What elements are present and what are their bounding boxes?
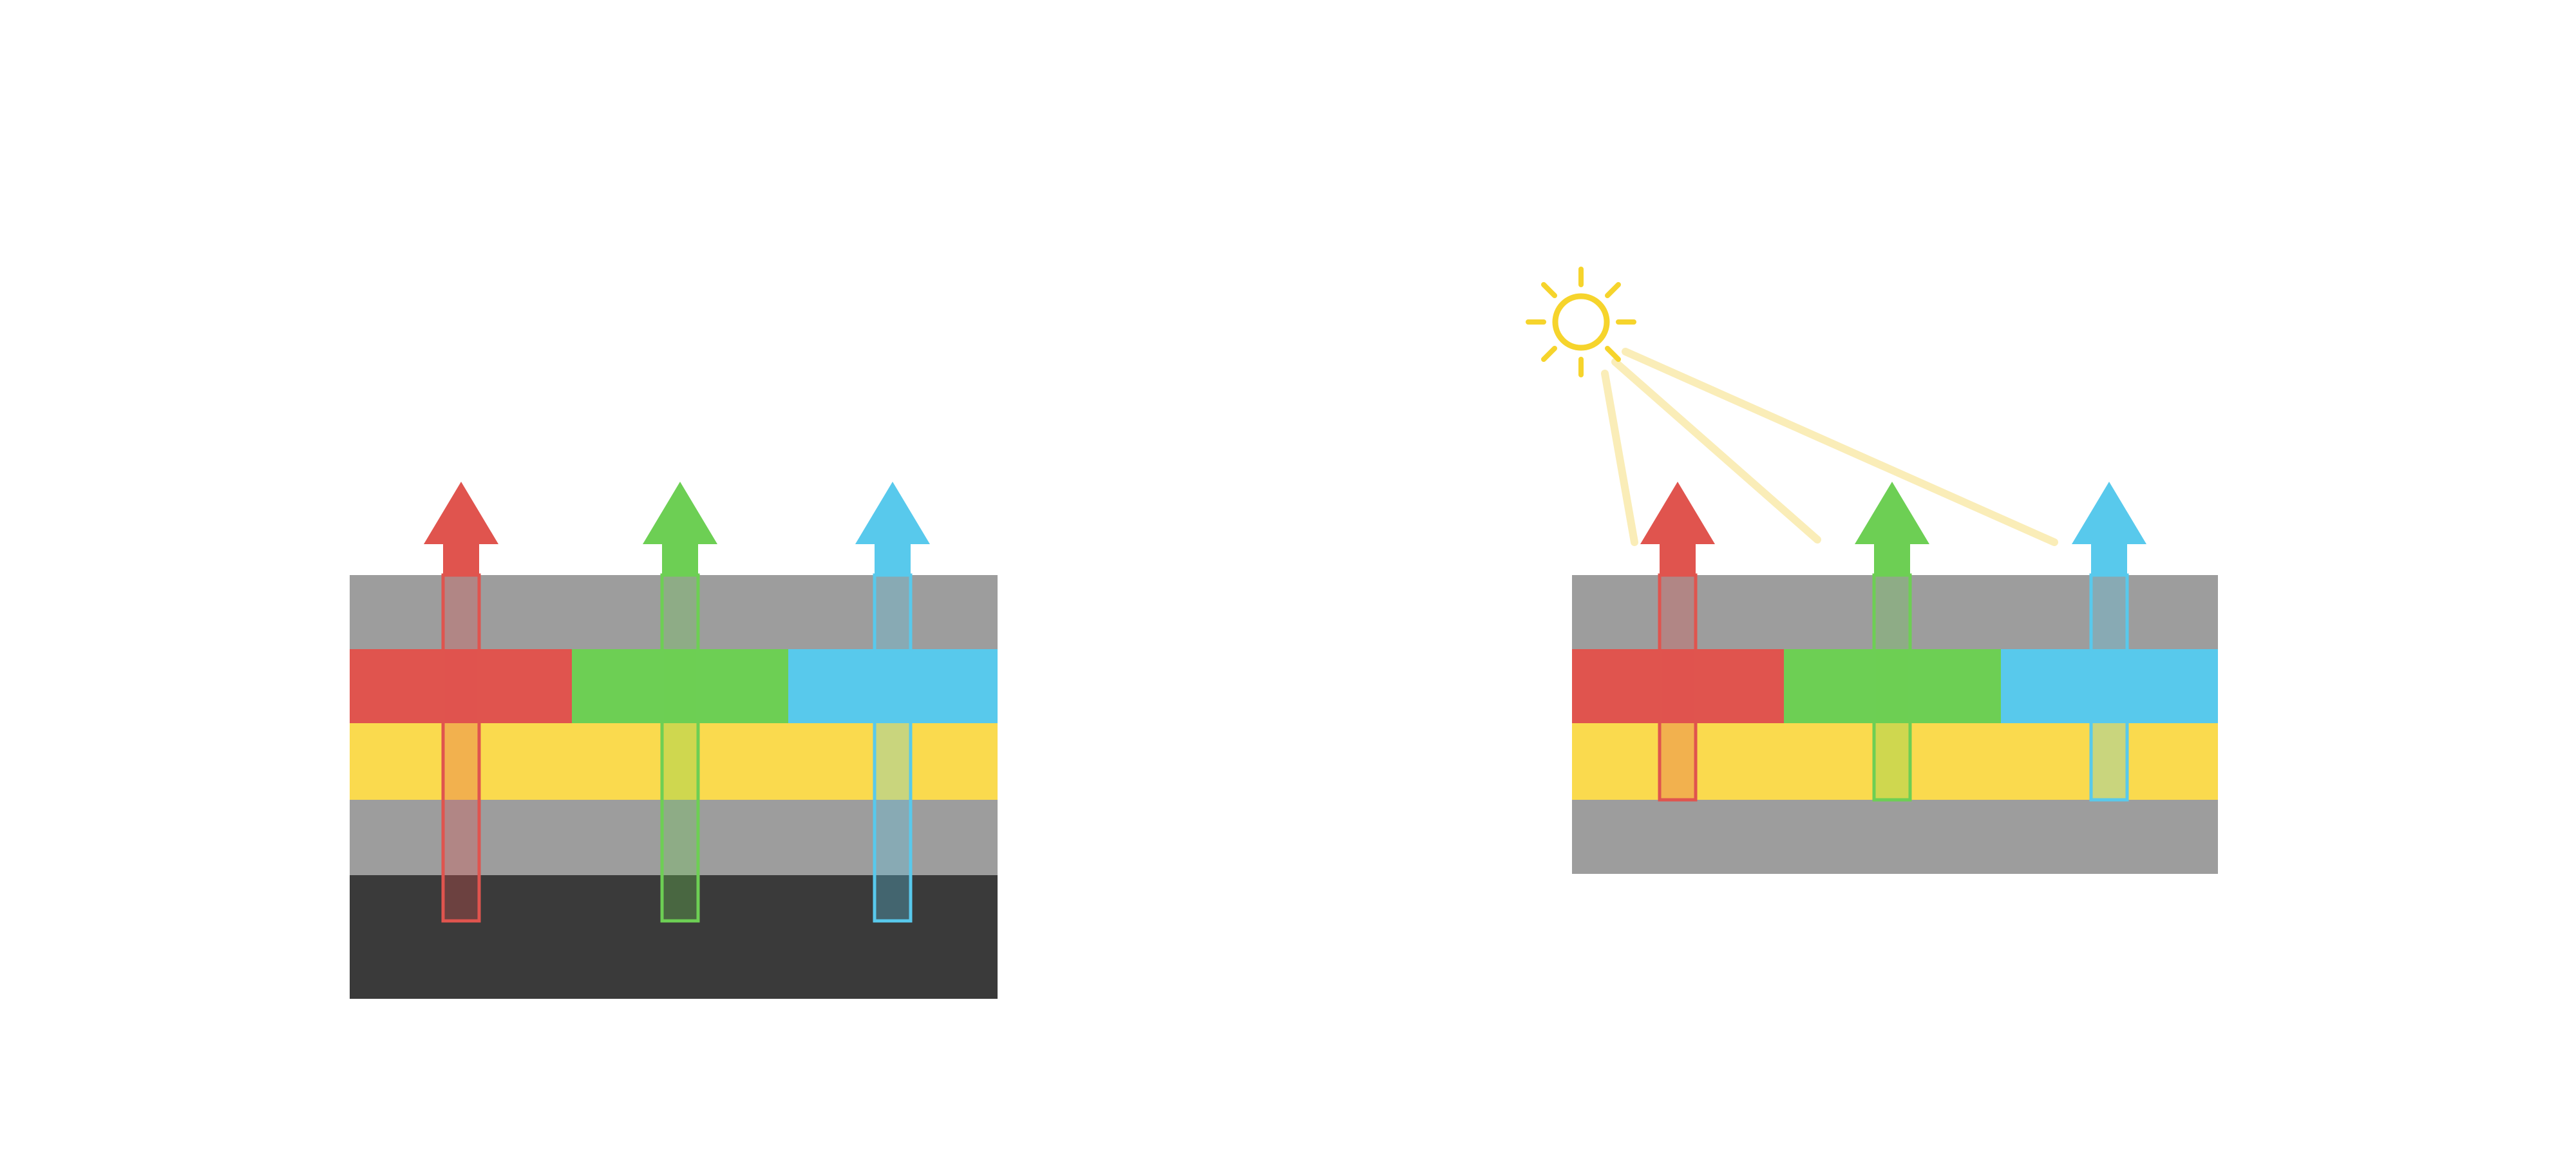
sun-ray: [1605, 346, 1621, 362]
left-red-arrow-head: [424, 482, 498, 544]
sun-disc: [1552, 293, 1610, 351]
right-yellow-layer: [1572, 723, 2218, 800]
right-red-subpixel: [1572, 649, 1784, 723]
sun-ray: [1605, 282, 1621, 298]
right-green-arrow-stub: [1874, 543, 1910, 576]
sun-ray: [1541, 346, 1557, 362]
right-cyan-arrow-shaft: [2089, 573, 2129, 802]
light-beam: [1611, 358, 1821, 544]
left-green-subpixel: [572, 649, 788, 723]
right-bottom-gray-layer: [1572, 800, 2218, 874]
right-green-subpixel: [1784, 649, 2001, 723]
sun-icon: [1526, 267, 1636, 377]
left-yellow-layer: [350, 723, 998, 800]
right-red-arrow-stub: [1660, 543, 1696, 576]
right-red-arrow-shaft: [1658, 573, 1698, 802]
right-green-arrow-head: [1855, 482, 1929, 544]
right-cyan-subpixel: [2001, 649, 2218, 723]
sun-ray: [1541, 282, 1557, 298]
right-cyan-arrow-head: [2072, 482, 2146, 544]
left-cyan-arrow-stub: [875, 543, 911, 576]
left-cyan-subpixel: [788, 649, 998, 723]
right-display-stack: [1526, 267, 2218, 874]
left-dark-backplane-layer: [350, 875, 998, 999]
left-red-arrow-shaft: [441, 573, 481, 923]
left-green-arrow-shaft: [660, 573, 700, 923]
light-beam: [1601, 370, 1638, 546]
left-green-arrow-head: [643, 482, 717, 544]
left-red-arrow-stub: [443, 543, 479, 576]
right-red-arrow-head: [1640, 482, 1715, 544]
right-top-gray-layer: [1572, 575, 2218, 649]
light-beam: [1622, 348, 2058, 546]
left-cyan-arrow-shaft: [873, 573, 913, 923]
left-red-subpixel: [350, 649, 572, 723]
right-cyan-arrow-stub: [2091, 543, 2127, 576]
left-cyan-arrow-head: [855, 482, 930, 544]
left-bottom-gray-layer: [350, 800, 998, 875]
right-green-arrow-shaft: [1872, 573, 1912, 802]
left-top-gray-layer: [350, 575, 998, 649]
left-green-arrow-stub: [662, 543, 698, 576]
left-display-stack: [350, 482, 998, 999]
